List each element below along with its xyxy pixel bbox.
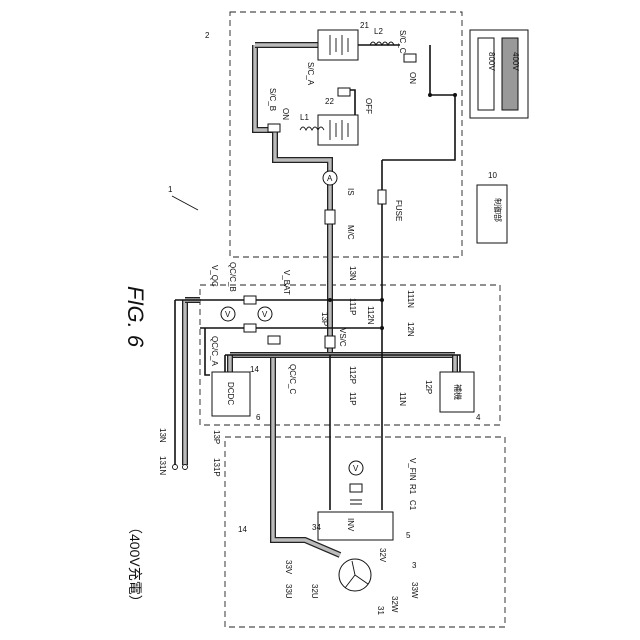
legend-400v-swatch <box>502 38 518 110</box>
motor-32w: 32W <box>390 596 399 613</box>
legend-800v-swatch <box>478 38 494 110</box>
node <box>453 93 457 97</box>
motor-33v: 33V <box>284 560 293 575</box>
node <box>380 326 384 330</box>
motor-32u: 32U <box>310 584 319 599</box>
voltmeter-vqc-symbol: V <box>225 310 231 319</box>
13n-label: 13N <box>348 266 357 281</box>
ref-3: 3 <box>412 561 417 570</box>
ref-1-arrow <box>172 196 198 210</box>
ref-14b: 14 <box>238 525 247 534</box>
capacitor-c1 <box>350 500 362 504</box>
on1-label: ON <box>281 108 290 120</box>
switch-sca <box>338 88 350 96</box>
legend-800v-label: 800V <box>487 52 496 71</box>
111p-label: 111P <box>348 298 357 316</box>
qcc-label: QC/C_C <box>288 364 297 394</box>
ref-22: 22 <box>325 97 334 106</box>
112p-label: 112P <box>348 366 357 384</box>
sca-label: S/C_A <box>306 62 315 86</box>
fuse-label: FUSE <box>394 200 403 221</box>
ref-31: 31 <box>376 606 385 615</box>
switch-vsc <box>325 336 335 348</box>
111n-label: 111N <box>406 290 415 308</box>
resistor-r1 <box>350 484 362 492</box>
12p-label: 12P <box>424 380 433 394</box>
ref-4: 4 <box>476 413 481 422</box>
12n-label: 12N <box>406 322 415 337</box>
13n-label-b: 13N <box>158 428 167 443</box>
legend-400v-label: 400V <box>511 52 520 71</box>
dcdc-label: DCDC <box>226 382 235 405</box>
battery-21 <box>318 30 358 60</box>
ref-10: 10 <box>488 171 497 180</box>
ref-14a: 14 <box>250 365 259 374</box>
terminal-131n <box>173 465 178 470</box>
off-label: OFF <box>364 98 373 114</box>
mc-label: M/C <box>346 225 355 240</box>
inverter-label: INV <box>346 518 355 532</box>
figure-title: FIG. 6 <box>123 286 148 348</box>
112n-label: 112N <box>366 306 375 325</box>
fuse <box>378 190 386 204</box>
11p-label: 11P <box>348 392 357 406</box>
main-contactor <box>325 210 335 224</box>
vsc-label: VS/C <box>338 328 347 347</box>
motor-33w: 33W <box>410 582 419 599</box>
scc-label: S/C_C <box>398 30 407 54</box>
switch-qcc <box>268 336 280 344</box>
voltmeter-vbat-symbol: V <box>262 310 268 319</box>
ref-2: 2 <box>205 31 210 40</box>
node <box>428 93 432 97</box>
mode-label: （400V充電） <box>127 520 143 609</box>
controller-label: 制御部 <box>493 198 503 222</box>
ref-1: 1 <box>168 185 173 194</box>
switch-qca <box>244 324 256 332</box>
ref-34: 34 <box>312 523 321 532</box>
motor-33u: 33U <box>284 584 293 599</box>
13p-label-b: 13P <box>212 430 221 444</box>
vqc-label: V_QC <box>210 265 219 287</box>
node <box>380 298 384 302</box>
terminal-131p <box>183 465 188 470</box>
switch-scb <box>268 124 280 132</box>
ref-6: 6 <box>256 413 261 422</box>
13p-label-a: 13P <box>320 312 329 326</box>
131n-label: 131N <box>158 456 167 475</box>
motor-32v: 32V <box>378 548 387 563</box>
r1-label: R1 <box>408 484 417 495</box>
ref-21: 21 <box>360 21 369 30</box>
11n-label: 11N <box>398 392 407 406</box>
qca-label: QC/C_A <box>210 336 219 366</box>
131p-label: 131P <box>212 458 221 477</box>
qcb-label: QC/C_B <box>228 262 237 292</box>
vbat-label: V_BAT <box>282 270 291 295</box>
aux-label: 補機 <box>453 384 463 400</box>
voltmeter-vfin-symbol: V <box>353 464 359 473</box>
l2-label: L2 <box>374 27 383 36</box>
vfin-label: V_FIN <box>408 458 417 481</box>
l1-label: L1 <box>300 113 309 122</box>
scb-label: S/C_B <box>268 88 277 111</box>
on2-label: ON <box>408 72 417 84</box>
c1-label: C1 <box>408 500 417 511</box>
ref-5: 5 <box>406 531 411 540</box>
switch-qcb <box>244 296 256 304</box>
is-label: IS <box>346 188 355 196</box>
switch-scc <box>404 54 416 62</box>
ammeter-symbol: A <box>327 174 333 183</box>
node <box>328 298 332 302</box>
